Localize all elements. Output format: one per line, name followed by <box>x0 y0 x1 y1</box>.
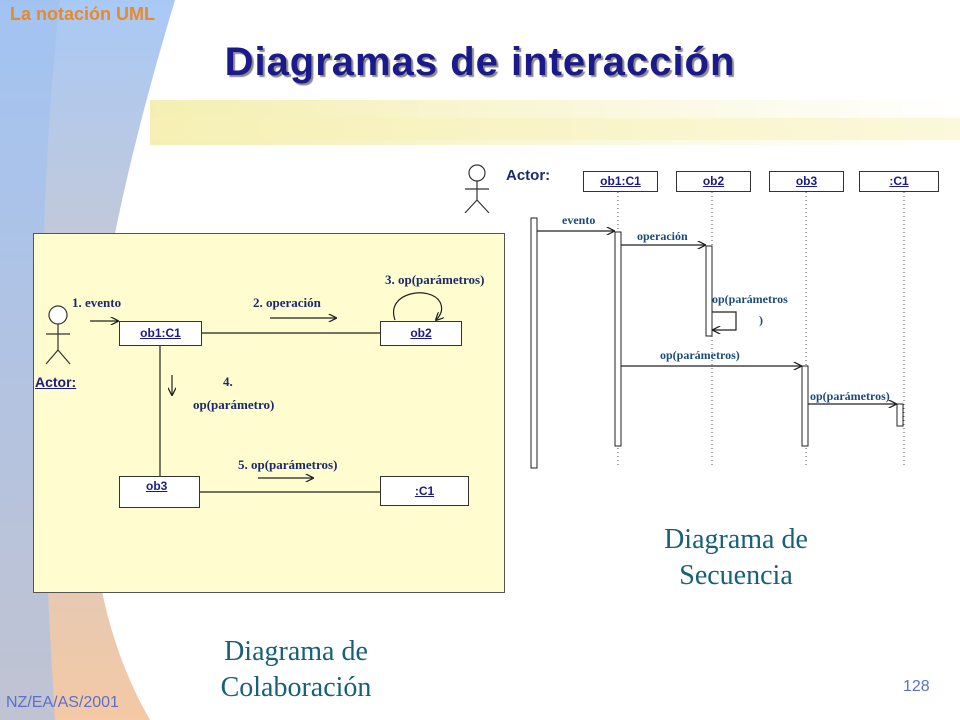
sequence-caption-line2: Secuencia <box>679 560 793 591</box>
activation-actor <box>530 217 538 469</box>
seq-message-self-close: ) <box>759 313 763 327</box>
collab-message-1: 1. evento <box>72 295 122 310</box>
activation-ob2 <box>705 245 713 337</box>
activation-c1 <box>896 403 904 427</box>
sequence-caption-line1: Diagrama de <box>664 524 808 555</box>
arrow-m3-self <box>392 292 442 320</box>
collab-message-2: 2. operación <box>253 295 321 310</box>
collab-object-ob1: ob1:C1 <box>119 321 202 346</box>
collab-actor-icon <box>45 305 71 365</box>
seq-object-ob3: ob3 <box>769 171 844 192</box>
collaboration-caption: Diagrama de Colaboración <box>176 634 416 706</box>
seq-actor-icon <box>464 164 490 214</box>
seq-object-ob1: ob1:C1 <box>583 171 658 192</box>
collab-actor-label: Actor: <box>35 374 77 390</box>
collab-object-c1: :C1 <box>380 476 469 506</box>
collab-object-ob2: ob2 <box>380 321 462 346</box>
arrow-seq-self <box>712 311 737 330</box>
collaboration-caption-line1: Diagrama de <box>224 636 368 667</box>
collab-message-4-text: op(parámetro) <box>193 397 275 412</box>
slide-header: La notación UML <box>10 4 155 24</box>
slide-footer: NZ/EA/AS/2001 <box>6 694 119 711</box>
activation-ob3 <box>801 365 809 447</box>
collaboration-caption-line2: Colaboración <box>220 672 372 703</box>
seq-message-op-ob3: op(parámetros) <box>660 348 740 362</box>
page-number: 128 <box>903 678 930 695</box>
seq-message-operacion: operación <box>637 229 688 243</box>
collab-object-ob3: ob3 <box>119 476 200 508</box>
collab-message-5: 5. op(parámetros) <box>238 457 338 472</box>
seq-message-self: op(parámetros <box>712 292 788 306</box>
collab-message-3: 3. op(parámetros) <box>385 272 485 287</box>
seq-message-op-c1: op(parámetros) <box>810 389 890 403</box>
seq-actor-label: Actor: <box>506 167 551 184</box>
seq-message-evento: evento <box>562 213 596 227</box>
activation-ob1 <box>614 231 622 447</box>
seq-object-c1: :C1 <box>859 171 939 192</box>
sequence-caption: Diagrama de Secuencia <box>616 522 856 594</box>
collab-message-4-number: 4. <box>223 374 233 389</box>
slide-title: Diagramas de interacción <box>224 40 736 84</box>
seq-object-ob2: ob2 <box>676 171 751 192</box>
